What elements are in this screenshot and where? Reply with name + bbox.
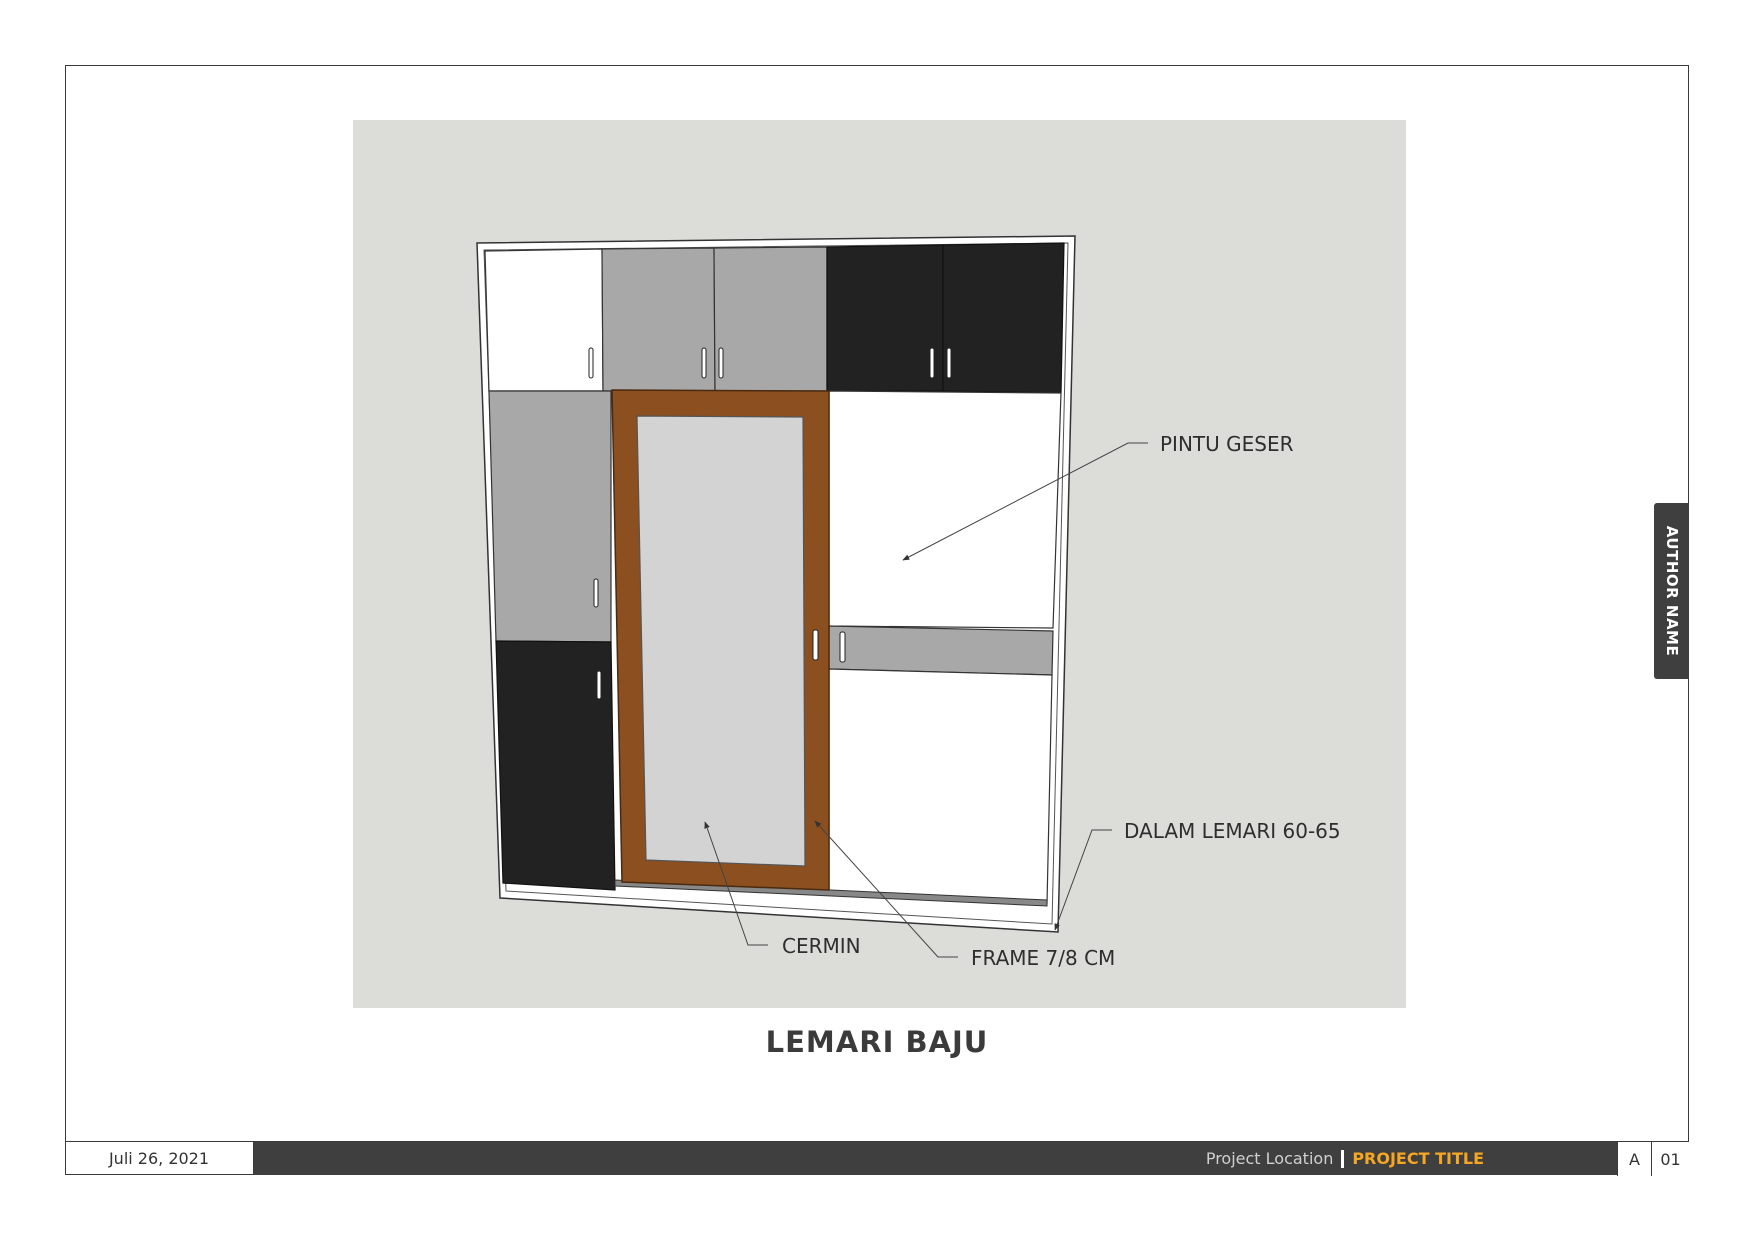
right-white-door-lower <box>828 668 1053 905</box>
handle <box>812 629 819 661</box>
mirror-glass <box>636 415 806 867</box>
title-separator <box>1341 1149 1345 1168</box>
top-grey-panel-right <box>713 246 828 392</box>
frame-label: FRAME 7/8 CM <box>971 946 1115 970</box>
door-handles <box>588 347 952 700</box>
top-black-panel-left <box>826 244 944 392</box>
depth-leader <box>1054 829 1112 931</box>
frame-leader <box>814 820 958 958</box>
sliding-door-leader <box>902 442 1148 561</box>
left-grey-door <box>488 390 612 643</box>
leader-lines <box>704 442 1148 958</box>
wardrobe-model <box>476 235 1076 933</box>
mirror-leader <box>704 821 768 946</box>
project-title: PROJECT TITLE <box>1352 1149 1484 1168</box>
cabinet-depth-label: DALAM LEMARI 60-65 <box>1124 819 1341 843</box>
right-grey-shelf-band <box>828 625 1054 676</box>
sheet-number: 01 <box>1651 1142 1689 1176</box>
handle <box>596 670 602 700</box>
handle <box>839 631 846 663</box>
top-grey-panel-left <box>601 247 716 392</box>
handle <box>929 347 935 379</box>
handle <box>946 347 952 379</box>
top-white-panel <box>484 248 604 392</box>
handle <box>588 347 594 379</box>
sliding-door-label: PINTU GESER <box>1160 432 1294 456</box>
author-name: AUTHOR NAME <box>1663 525 1681 657</box>
sheet-letter: A <box>1617 1142 1651 1176</box>
title-block-date: Juli 26, 2021 <box>65 1142 254 1175</box>
author-tab <box>1654 503 1689 679</box>
project-location: Project Location <box>1205 1149 1334 1168</box>
right-white-door-upper <box>828 390 1062 629</box>
handle <box>593 578 599 608</box>
title-block-bar: Project Location PROJECT TITLE <box>254 1142 1689 1175</box>
drawing-title: LEMARI BAJU <box>765 1025 989 1059</box>
handle <box>701 347 707 379</box>
mirror-label: CERMIN <box>782 934 861 958</box>
top-black-panel-right <box>942 242 1065 394</box>
left-black-door <box>495 640 616 891</box>
title-block: Juli 26, 2021 Project Location PROJECT T… <box>65 1141 1689 1176</box>
handle <box>718 347 724 379</box>
